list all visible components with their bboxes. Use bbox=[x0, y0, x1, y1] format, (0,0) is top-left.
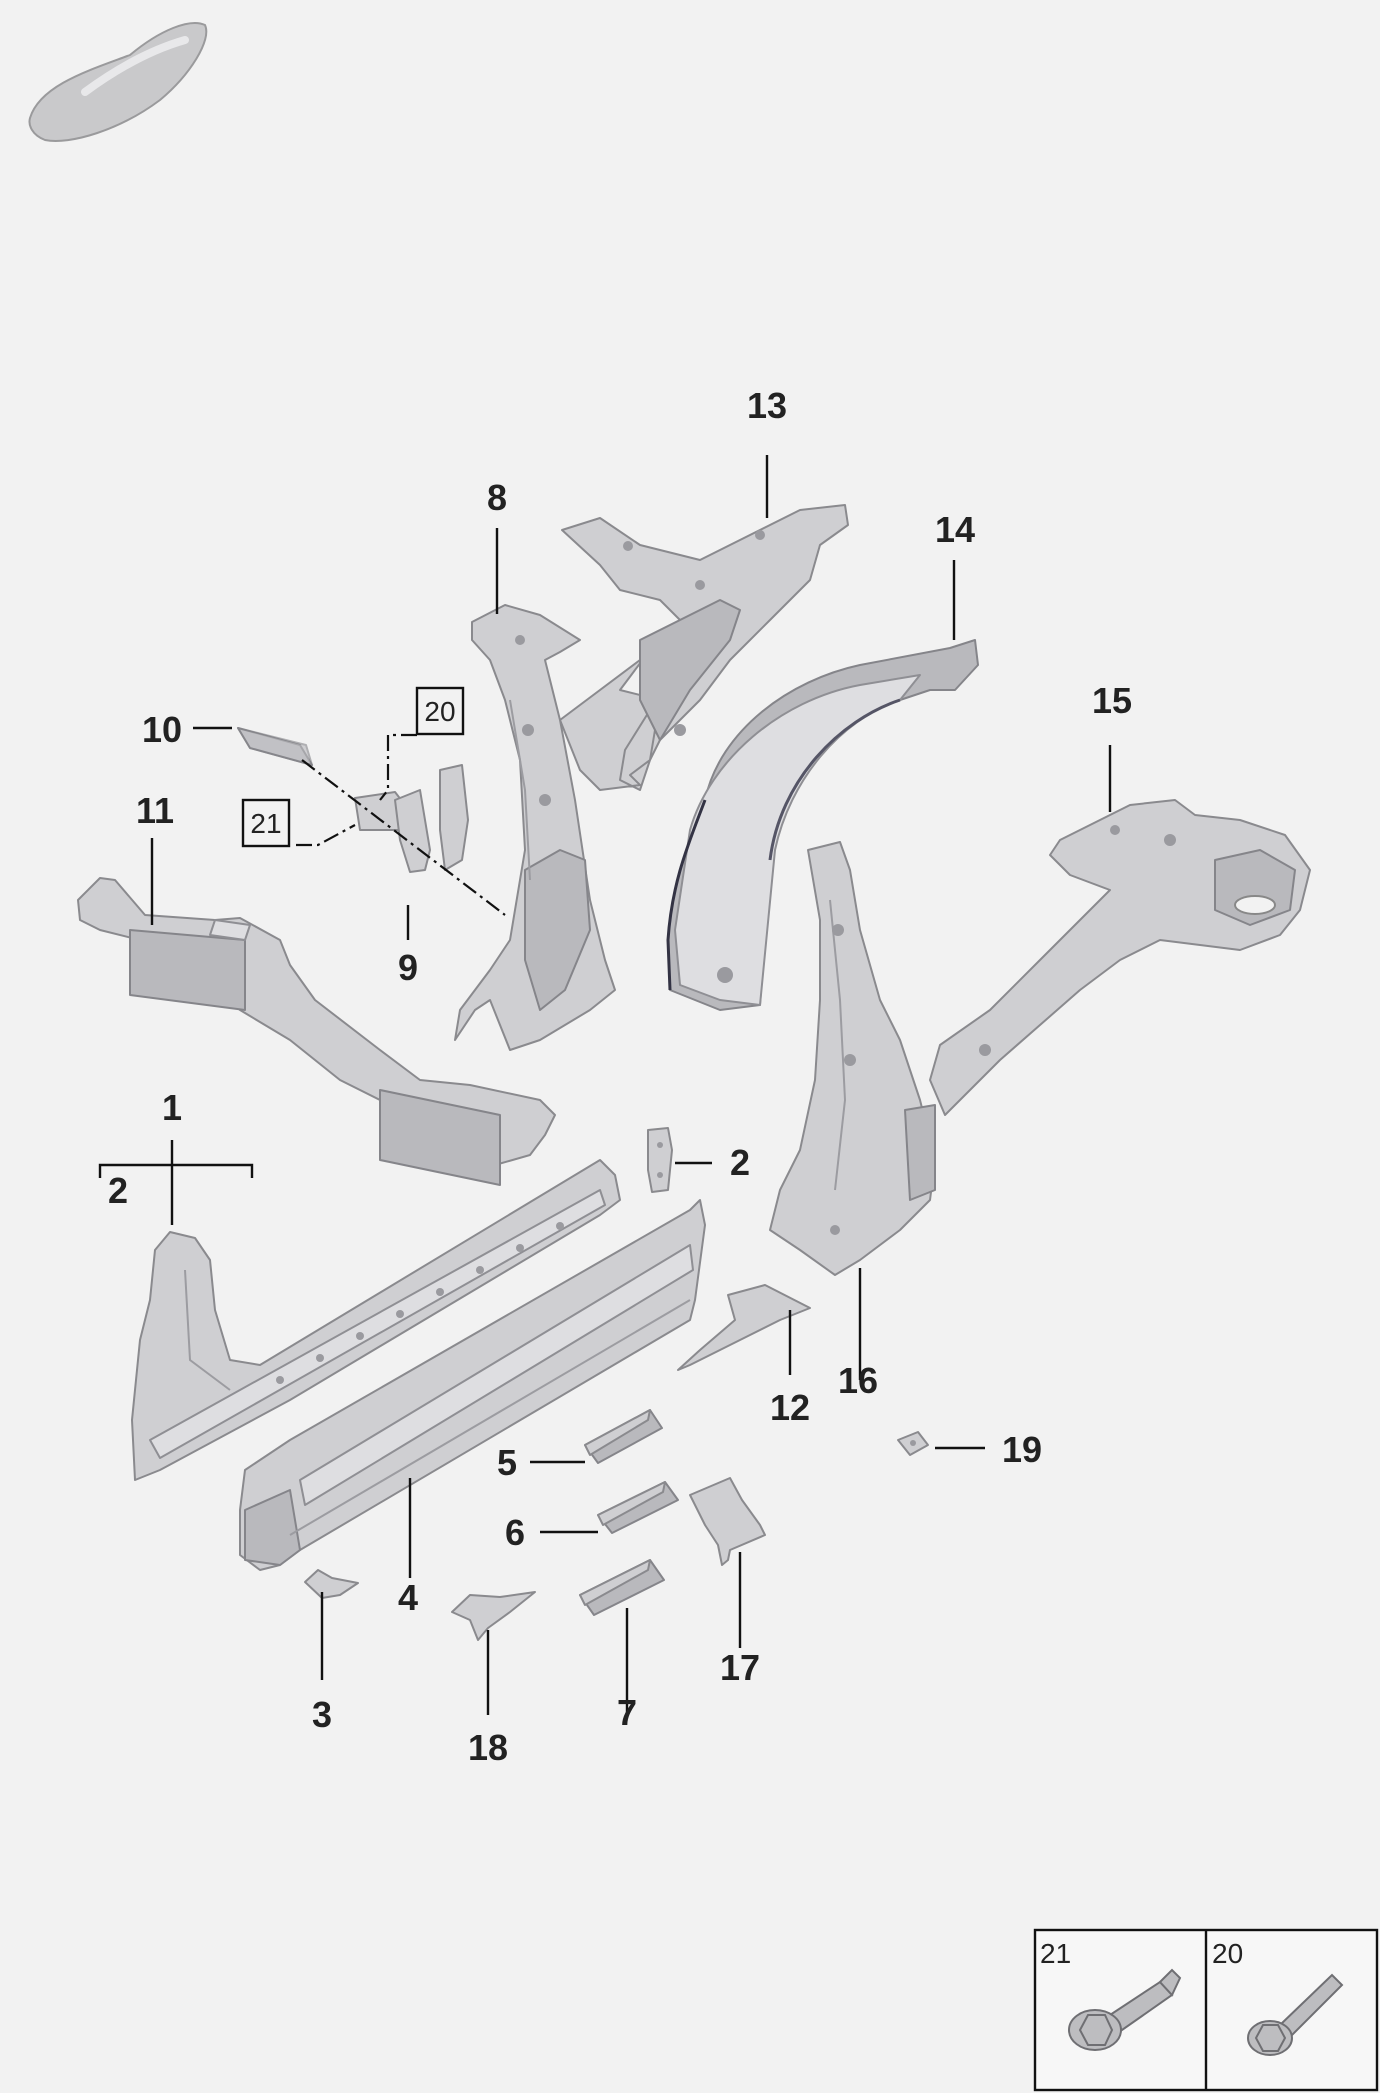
callout-labels: 1 2 2 3 4 5 6 7 8 9 10 11 12 13 14 15 16… bbox=[108, 385, 1132, 1768]
label-15: 15 bbox=[1092, 680, 1132, 721]
part-12-gusset bbox=[677, 1284, 811, 1371]
label-13: 13 bbox=[747, 385, 787, 426]
label-12: 12 bbox=[770, 1387, 810, 1428]
legend-label-21: 21 bbox=[1040, 1938, 1071, 1969]
label-20: 20 bbox=[424, 696, 455, 727]
part-17-bracket bbox=[689, 1477, 766, 1566]
part-4-sill bbox=[239, 1199, 706, 1571]
part-3-clip bbox=[304, 1569, 359, 1599]
label-11: 11 bbox=[136, 790, 174, 831]
label-5: 5 bbox=[497, 1442, 517, 1483]
part-19-nut bbox=[897, 1431, 929, 1456]
part-7-pad bbox=[579, 1559, 665, 1616]
label-4: 4 bbox=[398, 1577, 418, 1618]
label-21: 21 bbox=[250, 808, 281, 839]
part-18-clip bbox=[451, 1591, 536, 1641]
bolt-icon bbox=[1068, 1968, 1182, 2051]
car-silhouette-icon bbox=[28, 22, 208, 142]
label-3: 3 bbox=[312, 1694, 332, 1735]
label-18: 18 bbox=[468, 1727, 508, 1768]
bolt-icon bbox=[1247, 1973, 1344, 2056]
label-19: 19 bbox=[1002, 1429, 1042, 1470]
part-5-pad bbox=[584, 1409, 663, 1464]
label-17: 17 bbox=[720, 1647, 760, 1688]
part-2-bracket bbox=[647, 1127, 673, 1193]
label-8: 8 bbox=[487, 477, 507, 518]
label-1: 1 bbox=[162, 1087, 182, 1128]
part-16-pillar-inner bbox=[769, 841, 936, 1276]
part-15-rear-longitudinal bbox=[929, 799, 1311, 1116]
label-14: 14 bbox=[935, 509, 975, 550]
hardware-legend: 21 20 bbox=[1033, 1928, 1379, 2092]
part-9-hinge bbox=[354, 764, 469, 873]
part-14-wheel-arch bbox=[666, 639, 979, 1011]
label-16: 16 bbox=[838, 1360, 878, 1401]
part-6-pad bbox=[597, 1481, 679, 1534]
label-7: 7 bbox=[617, 1692, 637, 1733]
part-13-strut-tower bbox=[559, 504, 849, 791]
part-8-a-pillar bbox=[454, 604, 616, 1051]
part-11-cross-member bbox=[77, 877, 556, 1186]
label-2b: 2 bbox=[730, 1142, 750, 1183]
label-6: 6 bbox=[505, 1512, 525, 1553]
label-9: 9 bbox=[398, 947, 418, 988]
boxed-callout-21: 21 bbox=[241, 798, 291, 848]
boxed-callout-20: 20 bbox=[415, 686, 465, 736]
part-10-block bbox=[237, 727, 313, 766]
label-2a: 2 bbox=[108, 1170, 128, 1211]
label-10: 10 bbox=[142, 709, 182, 750]
part-1-side-frame bbox=[131, 1159, 621, 1481]
legend-label-20: 20 bbox=[1212, 1938, 1243, 1969]
leader-lines bbox=[98, 455, 1112, 1715]
